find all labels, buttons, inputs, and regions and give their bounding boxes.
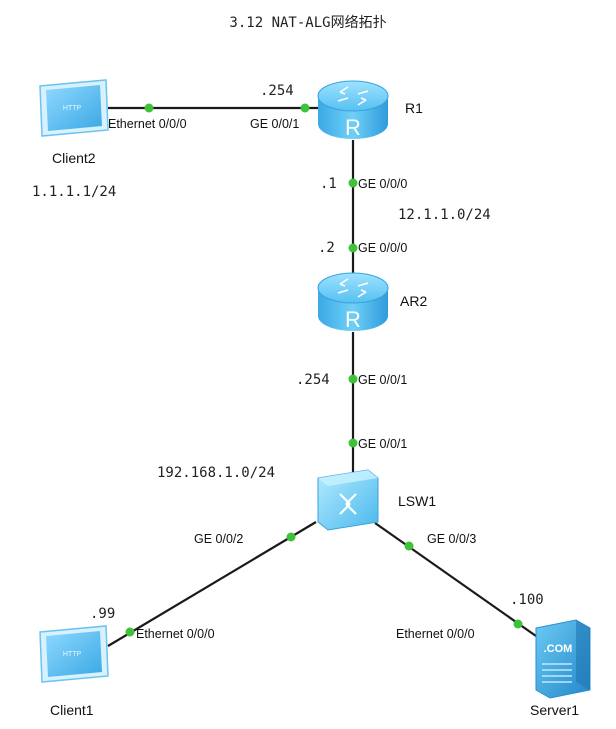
ip-label-r1-ge001: .254 [260,83,294,99]
port-label-server1-eth000: Ethernet 0/0/0 [396,627,475,641]
network-label-lan: 192.168.1.0/24 [157,465,275,481]
port-dot-server1-eth000 [513,619,523,629]
port-label-r1-ge001: GE 0/0/1 [250,117,299,131]
client2-name: Client2 [52,150,96,166]
client2-address: 1.1.1.1/24 [32,184,116,200]
port-label-client1-eth000: Ethernet 0/0/0 [136,627,215,641]
server1-device[interactable]: .COM Server1 [530,619,591,718]
port-dot-ar2-ge000 [348,243,358,253]
client1-name: Client1 [50,702,94,718]
port-dot-lsw1-ge003 [404,541,414,551]
link-lsw1-client1 [107,521,317,647]
port-label-ar2-ge000: GE 0/0/0 [358,241,407,255]
port-label-client2-eth000: Ethernet 0/0/0 [108,117,187,131]
router-icon: R [317,80,389,140]
port-label-lsw1-ge001: GE 0/0/1 [358,437,407,451]
client2-device[interactable]: HTTP Client2 [39,79,109,166]
ip-label-server1: .100 [510,592,544,608]
svg-text:HTTP: HTTP [63,651,82,658]
r1-name: R1 [405,100,423,116]
svg-text:HTTP: HTTP [63,105,82,112]
r1-device[interactable]: R R1 [317,80,423,140]
link-lsw1-server1 [374,522,537,637]
port-label-lsw1-ge003: GE 0/0/3 [427,532,476,546]
diagram-title: 3.12 NAT-ALG网络拓扑 [229,15,386,31]
port-dot-client2-eth000 [144,103,154,113]
port-dot-lsw1-ge001 [348,438,358,448]
port-dot-r1-ge000 [348,178,358,188]
port-label-lsw1-ge002: GE 0/0/2 [194,532,243,546]
ip-label-r1-ge000: .1 [320,176,337,192]
http-client-icon: HTTP [39,625,109,683]
ar2-device[interactable]: R AR2 [317,272,427,332]
svg-text:.COM: .COM [544,643,573,655]
router-icon: R [317,272,389,332]
http-client-icon: HTTP [39,79,109,137]
port-label-ar2-ge001: GE 0/0/1 [358,373,407,387]
network-label-wan: 12.1.1.0/24 [398,207,491,223]
lsw1-name: LSW1 [398,493,436,509]
svg-text:R: R [345,115,361,140]
port-dot-ar2-ge001 [348,374,358,384]
com-server-icon: .COM [535,619,591,699]
switch-icon [317,469,379,531]
port-dot-lsw1-ge002 [286,532,296,542]
svg-text:R: R [345,307,361,332]
port-label-r1-ge000: GE 0/0/0 [358,177,407,191]
port-dot-r1-ge001 [300,103,310,113]
ar2-name: AR2 [400,293,427,309]
port-dot-client1-eth000 [125,627,135,637]
client1-device[interactable]: HTTP Client1 [39,625,109,718]
ip-label-ar2-ge001: .254 [296,372,330,388]
ip-label-client1: .99 [90,606,115,622]
lsw1-device[interactable]: LSW1 [317,469,436,531]
server1-name: Server1 [530,702,579,718]
ip-label-ar2-ge000: .2 [318,240,335,256]
